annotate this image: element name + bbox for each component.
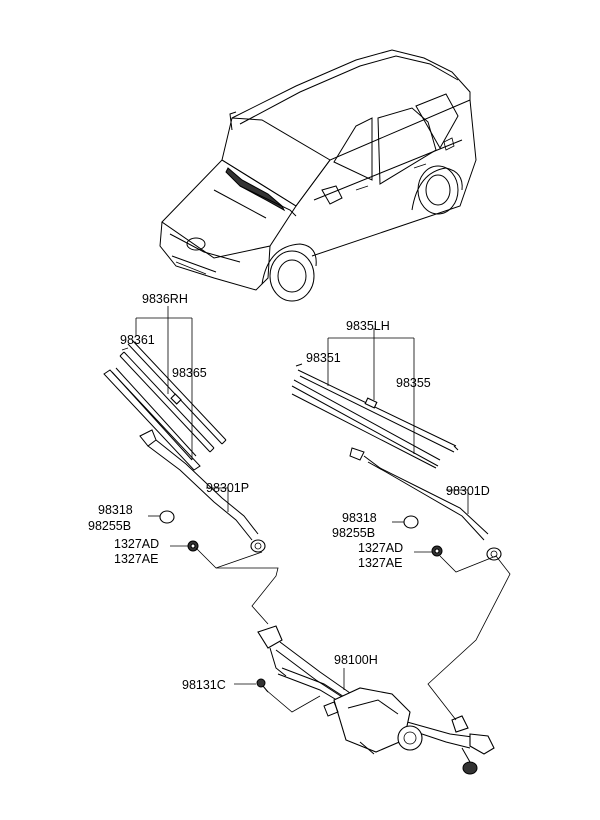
label-linkage: 98100H	[334, 653, 378, 667]
leader-lines	[121, 306, 511, 721]
label-rh-assembly: 9836RH	[142, 292, 188, 306]
rh-cap-icon	[159, 510, 175, 524]
label-rh-refill: 98365	[172, 366, 207, 380]
label-rh-arm: 98301P	[206, 481, 249, 495]
label-lh-arm: 98301D	[446, 484, 490, 498]
wiper-linkage-motor	[257, 625, 495, 775]
lh-wiper-blade	[291, 363, 459, 469]
lh-wiper-arm	[349, 447, 502, 561]
label-lh-assembly: 9835LH	[346, 319, 390, 333]
label-lh-cap-a: 98318	[342, 511, 377, 525]
vehicle-illustration	[159, 49, 477, 302]
label-bolt: 98131C	[182, 678, 226, 692]
label-lh-nut-a: 1327AD	[358, 541, 403, 555]
label-rh-blade: 98361	[120, 333, 155, 347]
label-rh-nut-b: 1327AE	[114, 552, 158, 566]
rh-wiper-arm	[139, 429, 266, 553]
label-lh-refill: 98355	[396, 376, 431, 390]
lh-nut-icon	[431, 545, 443, 557]
label-lh-cap-b: 98255B	[332, 526, 375, 540]
rh-wiper-blade	[103, 339, 227, 471]
label-rh-cap-b: 98255B	[88, 519, 131, 533]
rh-nut-icon	[187, 540, 199, 552]
label-lh-nut-b: 1327AE	[358, 556, 402, 570]
label-lh-blade: 98351	[306, 351, 341, 365]
label-rh-nut-a: 1327AD	[114, 537, 159, 551]
label-rh-cap-a: 98318	[98, 503, 133, 517]
lh-cap-icon	[403, 515, 419, 529]
